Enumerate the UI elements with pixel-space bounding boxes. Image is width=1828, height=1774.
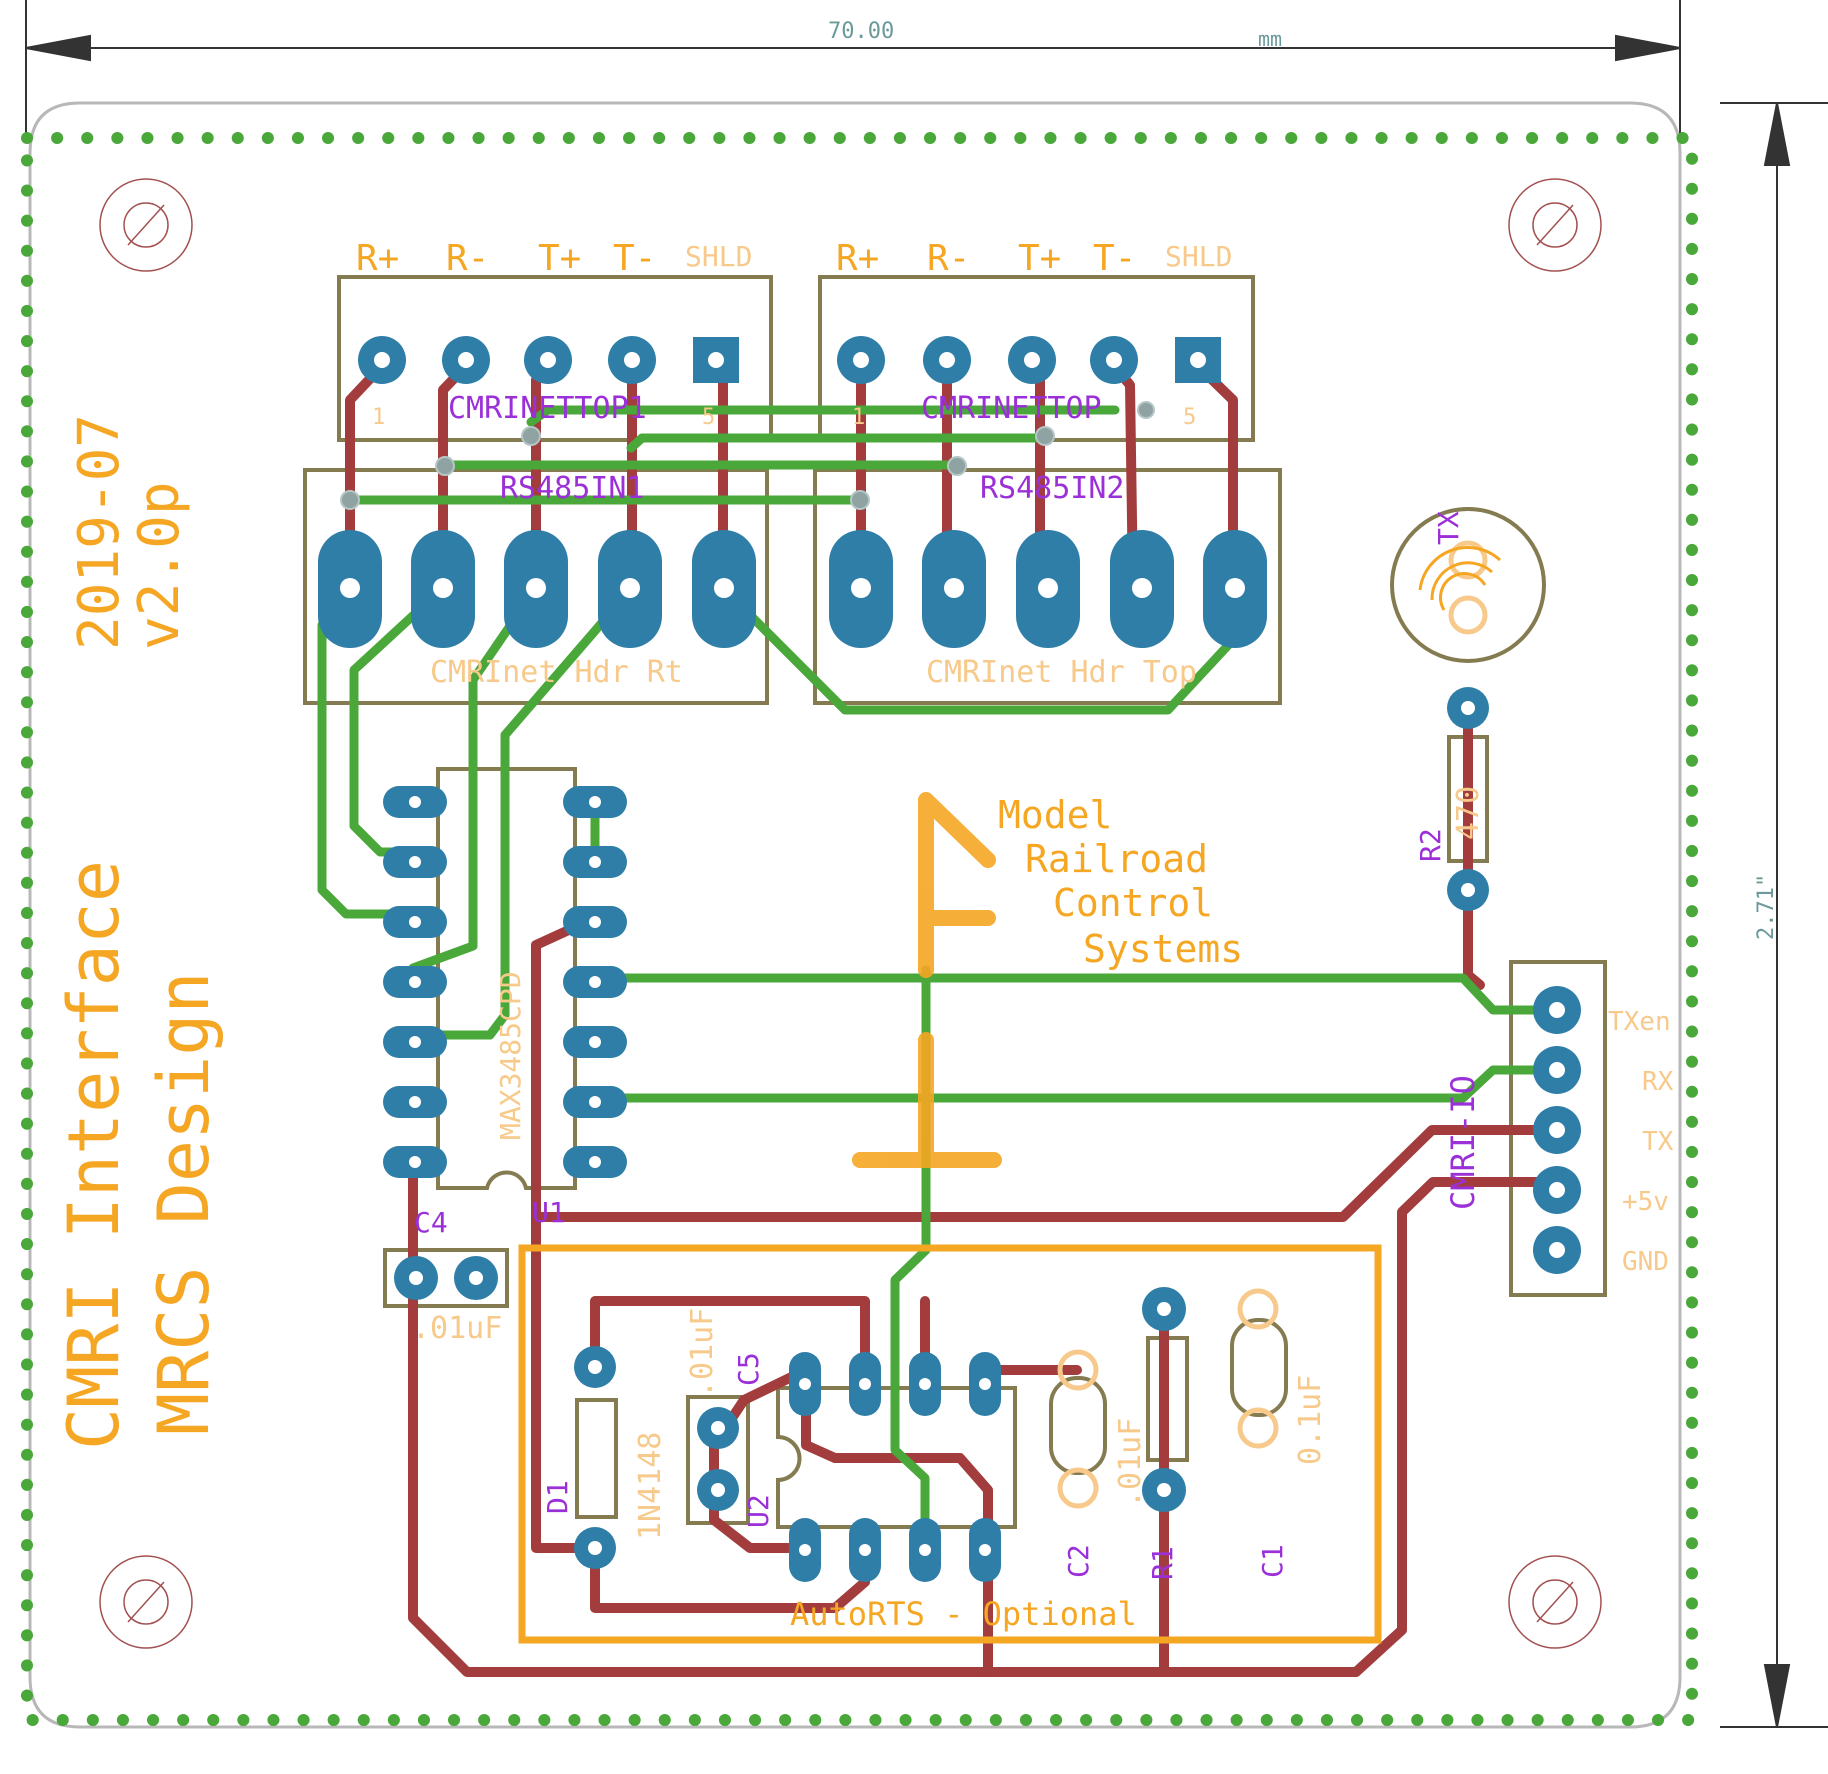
board-outline bbox=[28, 101, 1682, 1729]
c2-outline bbox=[1049, 1376, 1107, 1475]
width-dimension bbox=[25, 0, 1681, 140]
top2-pin-label-4: T- bbox=[1093, 238, 1136, 279]
c1-name: C1 bbox=[1256, 1544, 1289, 1578]
logo-line-3: Control bbox=[1053, 881, 1213, 925]
c4-name: C4 bbox=[414, 1206, 448, 1239]
c1-value: 0.1uF bbox=[1293, 1375, 1328, 1465]
cmrinettop1-outline bbox=[337, 275, 773, 442]
u1-name: U1 bbox=[532, 1196, 566, 1229]
io-pin-4: +5v bbox=[1622, 1187, 1669, 1217]
mounting-hole-br bbox=[1508, 1555, 1602, 1649]
mounting-holes bbox=[99, 178, 1602, 1649]
c4-value: .01uF bbox=[412, 1311, 502, 1346]
logo-line-4: Systems bbox=[1083, 927, 1243, 971]
mounting-hole-bl bbox=[99, 1555, 193, 1649]
rs2-value: CMRInet Hdr Top bbox=[926, 655, 1197, 690]
io-pin-2: RX bbox=[1642, 1067, 1674, 1097]
logo-line-2: Railroad bbox=[1025, 837, 1208, 881]
c5-value: .01uF bbox=[685, 1308, 720, 1398]
top1-pin-label-4: T- bbox=[613, 238, 656, 279]
small-caps bbox=[1057, 540, 1488, 1509]
io-pin-1: TXen bbox=[1608, 1007, 1671, 1037]
c2-name: C2 bbox=[1062, 1544, 1095, 1578]
mrcs-logo bbox=[852, 792, 1002, 1168]
width-unit: mm bbox=[1258, 27, 1282, 51]
top1-pin-last: 5 bbox=[702, 405, 715, 430]
top2-name: CMRINETTOP bbox=[921, 391, 1102, 426]
top2-pin-label-2: R- bbox=[927, 238, 970, 279]
rs485in2-outline bbox=[813, 468, 1282, 705]
r2-name: R2 bbox=[1414, 828, 1447, 862]
top1-pin-first: 1 bbox=[372, 405, 385, 430]
r1-name: R1 bbox=[1146, 1546, 1179, 1580]
mounting-hole-tl bbox=[99, 178, 193, 272]
r2-value: 470 bbox=[1451, 786, 1486, 840]
d1-name: D1 bbox=[541, 1480, 574, 1514]
autorts-outline bbox=[518, 1244, 1382, 1644]
d1-outline bbox=[575, 1398, 618, 1519]
rs1-value: CMRInet Hdr Rt bbox=[430, 655, 683, 690]
board-version: v2.0p bbox=[127, 481, 192, 650]
top2-pin-label-3: T+ bbox=[1018, 238, 1061, 279]
logo-line-1: Model bbox=[998, 793, 1112, 837]
top1-pin-label-2: R- bbox=[446, 238, 489, 279]
rs2-name: RS485IN2 bbox=[980, 471, 1125, 506]
led-symbol bbox=[1418, 546, 1502, 611]
top2-pin-first: 1 bbox=[852, 405, 865, 430]
board-title: CMRI Interface bbox=[53, 860, 135, 1450]
rs1-name: RS485IN1 bbox=[500, 471, 645, 506]
top2-pin-last: 5 bbox=[1183, 405, 1196, 430]
board-date: 2019-07 bbox=[67, 414, 132, 650]
bottom-copper-traces bbox=[345, 361, 1562, 1677]
height-dimension bbox=[1720, 102, 1828, 1728]
led-outline bbox=[1390, 507, 1546, 663]
top1-name: CMRINETTOP1 bbox=[448, 391, 647, 426]
u1-outline bbox=[436, 767, 577, 1190]
top2-pin-label-5: SHLD bbox=[1165, 240, 1232, 273]
io-name: CMRI-IO bbox=[1444, 1075, 1482, 1210]
width-value: 70.00 bbox=[828, 19, 894, 44]
d1-value: 1N4148 bbox=[633, 1432, 668, 1540]
vias bbox=[340, 401, 1155, 510]
u1-value: MAX3485CPD bbox=[494, 971, 527, 1140]
c2-value: .01uF bbox=[1113, 1418, 1148, 1508]
led-name: TX bbox=[1432, 511, 1465, 545]
u2-outline bbox=[776, 1386, 1017, 1529]
height-value: 2.71" bbox=[1754, 874, 1779, 940]
io-pin-3: TX bbox=[1642, 1127, 1674, 1157]
top1-pin-label-5: SHLD bbox=[685, 240, 752, 273]
top1-pin-label-1: R+ bbox=[356, 238, 399, 279]
io-pin-5: GND bbox=[1622, 1247, 1669, 1277]
top2-pin-label-1: R+ bbox=[836, 238, 879, 279]
top-copper-traces bbox=[317, 405, 1562, 1553]
autorts-label: AutoRTS - Optional bbox=[790, 1595, 1137, 1633]
board-subtitle: MRCS Design bbox=[143, 971, 225, 1435]
c5-name: C5 bbox=[732, 1352, 765, 1386]
c1-outline bbox=[1230, 1318, 1288, 1417]
c4-outline bbox=[383, 1248, 509, 1308]
drill-holes bbox=[340, 352, 1565, 1556]
mounting-hole-tr bbox=[1508, 178, 1602, 272]
u2-name: U2 bbox=[742, 1494, 775, 1528]
top1-pin-label-3: T+ bbox=[538, 238, 581, 279]
